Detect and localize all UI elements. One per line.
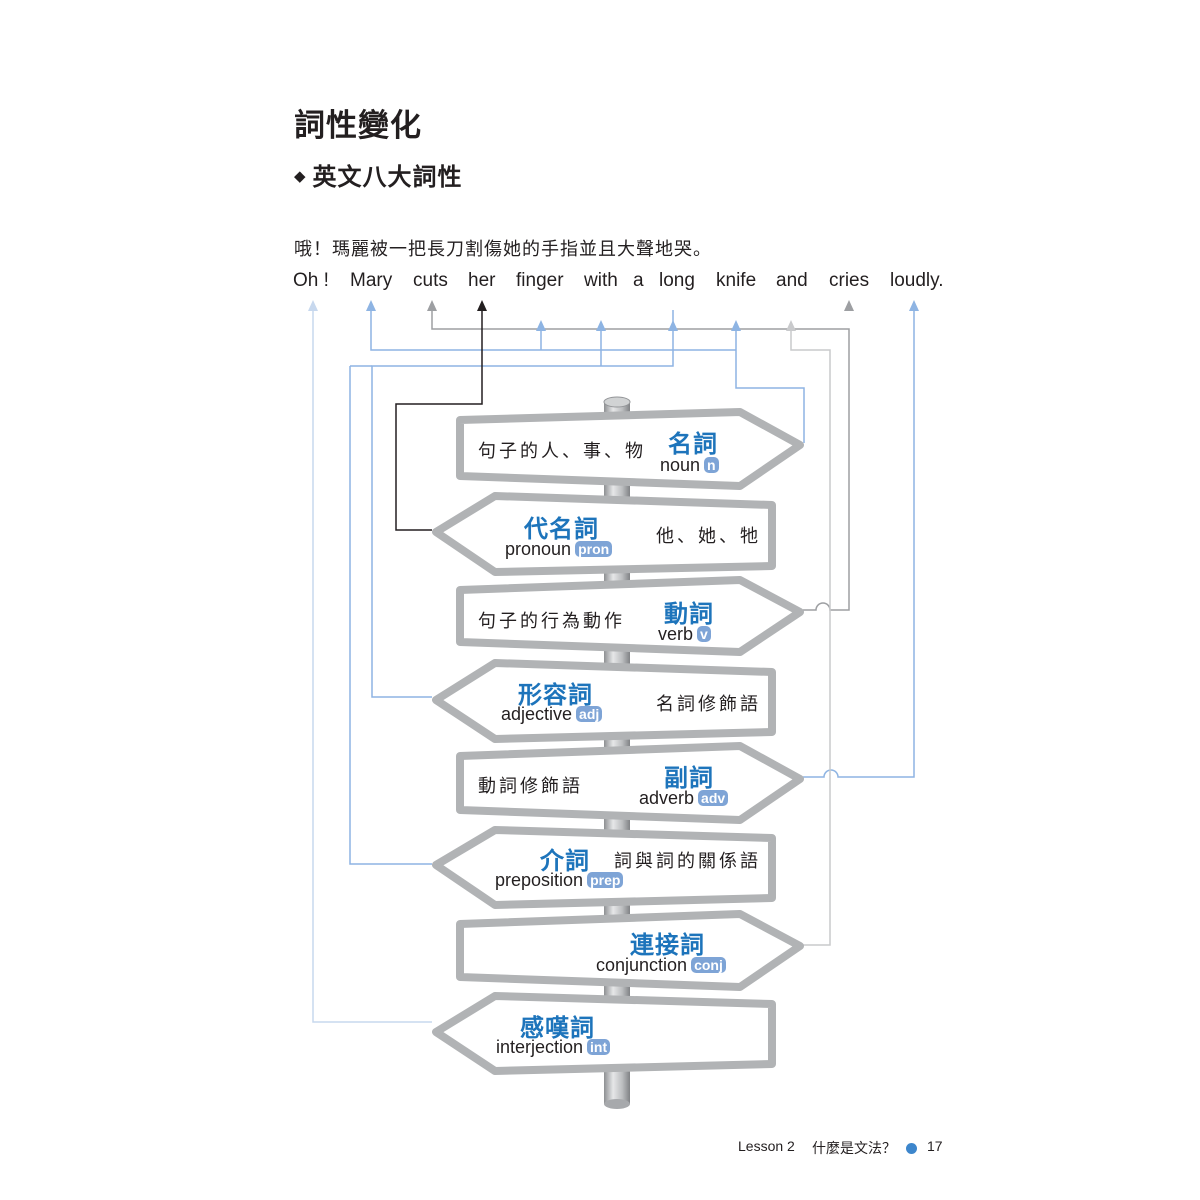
adjective-abbr-badge: adj [576, 706, 603, 722]
word-oh: Oh ! [293, 270, 329, 291]
diamond-bullet-icon: ◆ [294, 167, 307, 185]
interjection-abbr-badge: int [587, 1039, 611, 1055]
pronoun-abbr-badge: pron [575, 541, 613, 557]
pronoun-english: pronoun [505, 539, 572, 559]
word-mary: Mary [350, 270, 393, 291]
pronoun-connector-line [395, 310, 483, 531]
adverb-description: 動詞修飾語 [478, 776, 583, 797]
footer-dot-icon [906, 1143, 917, 1154]
preposition-connector-line [349, 330, 602, 865]
word-with: with [584, 270, 618, 291]
word-and: and [776, 270, 808, 291]
preposition-english: preposition [495, 870, 584, 890]
page-number: 17 [927, 1138, 943, 1154]
sign-interjection [432, 992, 776, 1075]
page-title: 詞性變化 [294, 108, 422, 144]
footer-title: 什麼是文法？ [812, 1140, 896, 1156]
adverb-label-zh: 副詞 [664, 764, 714, 792]
word-her: her [468, 270, 496, 291]
adverb-english: adverb [639, 788, 695, 808]
adjective-label-zh: 形容詞 [518, 681, 593, 709]
verb-abbr-badge: v [697, 626, 711, 642]
word-cuts: cuts [413, 270, 448, 291]
verb-english: verb [658, 624, 694, 644]
word-finger: finger [516, 270, 564, 291]
sign-preposition [432, 826, 776, 909]
interjection-english: interjection [496, 1037, 584, 1057]
chinese-sentence: 哦！瑪麗被一把長刀割傷她的手指並且大聲地哭。 [294, 239, 712, 260]
adjective-english: adjective [501, 704, 573, 724]
conjunction-label-zh: 連接詞 [630, 931, 705, 959]
sign-verb [456, 576, 804, 656]
word-a: a [633, 270, 644, 291]
adjective-description: 名詞修飾語 [656, 694, 761, 715]
adverb-connector-line [803, 310, 915, 778]
footer-lesson: Lesson 2 [738, 1138, 795, 1154]
preposition-abbr-badge: prep [587, 872, 624, 888]
word-loudly: loudly. [890, 270, 944, 291]
section-subtitle: ◆ 英文八大詞性 [294, 157, 463, 192]
preposition-label-zh: 介詞 [540, 847, 590, 875]
verb-description: 句子的行為動作 [478, 611, 625, 632]
pronoun-description: 他、她、牠 [656, 526, 761, 547]
section-subtitle-text: 英文八大詞性 [312, 163, 463, 191]
noun-connector-line [370, 310, 805, 443]
sign-pronoun [432, 492, 776, 576]
word-knife: knife [716, 270, 757, 291]
preposition-description: 詞與詞的關係語 [614, 851, 761, 872]
interjection-connector-line [312, 310, 432, 1023]
noun-description: 句子的人、事、物 [478, 441, 646, 462]
word-arrowheads [308, 300, 919, 331]
conjunction-abbr-badge: conj [691, 957, 726, 973]
interjection-label-zh: 感嘆詞 [520, 1014, 595, 1042]
conjunction-connector-line [790, 330, 831, 946]
word-long: long [659, 270, 695, 291]
word-cries: cries [829, 270, 870, 291]
conjunction-english: conjunction [596, 955, 688, 975]
noun-abbr-badge: n [704, 457, 719, 473]
noun-english: noun [660, 455, 701, 475]
verb-connector-line [431, 310, 850, 611]
verb-label-zh: 動詞 [664, 600, 714, 628]
adverb-abbr-badge: adv [698, 790, 729, 806]
noun-label-zh: 名詞 [668, 430, 718, 458]
pronoun-label-zh: 代名詞 [524, 515, 599, 543]
sign-adjective [432, 659, 776, 743]
